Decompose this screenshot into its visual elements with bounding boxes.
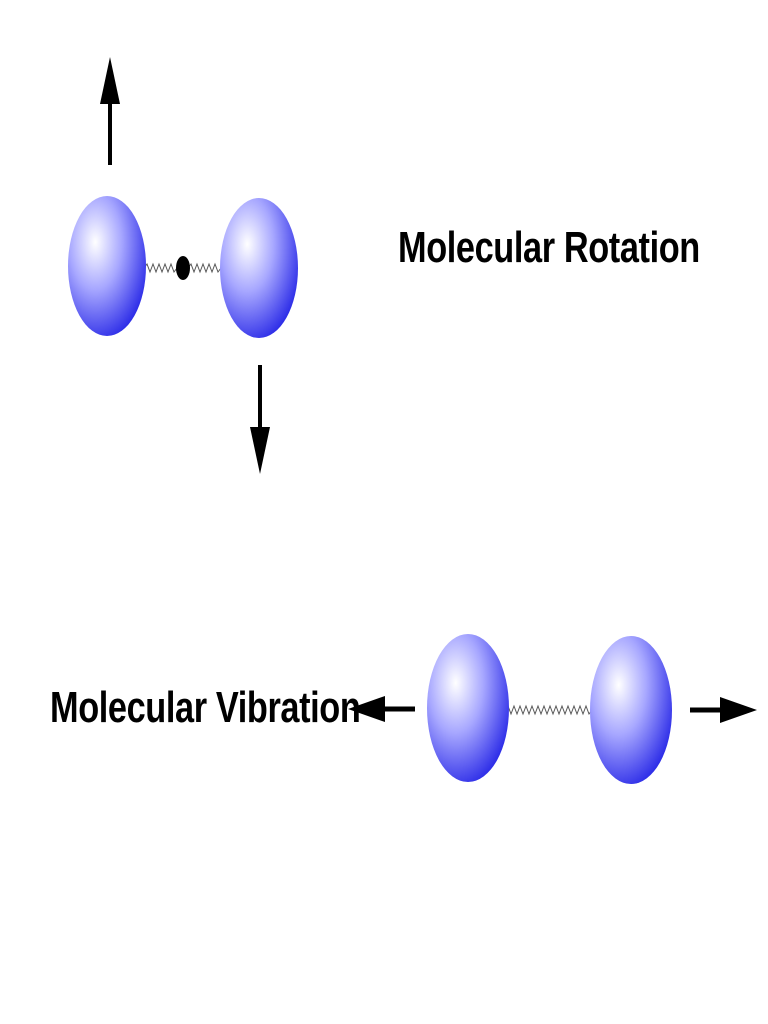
vibration-spring [504, 704, 593, 716]
rotation-spring-left [143, 262, 178, 274]
vibration-left-arrow [348, 696, 415, 722]
vibration-molecule [348, 634, 757, 784]
rotation-spring-right [187, 262, 222, 274]
rotation-up-arrow [100, 57, 120, 165]
vibration-title: Molecular Vibration [50, 683, 361, 732]
vibration-atom-right [590, 636, 672, 784]
rotation-down-arrow [250, 365, 270, 474]
vibration-right-arrow [690, 697, 757, 723]
center-of-mass-dot [176, 256, 190, 280]
rotation-molecule [68, 57, 298, 474]
rotation-atom-right [220, 198, 298, 338]
rotation-title: Molecular Rotation [398, 223, 700, 272]
rotation-atom-left [68, 196, 146, 336]
vibration-atom-left [427, 634, 509, 782]
